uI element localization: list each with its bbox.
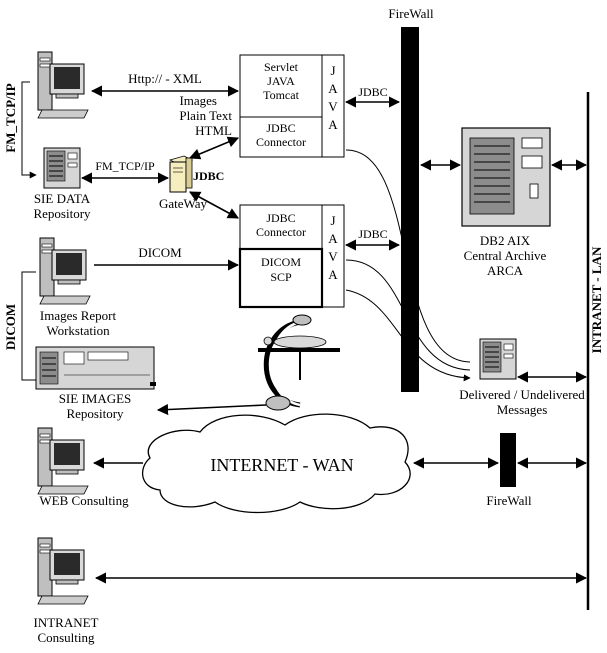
intranet-consulting-line1: INTRANET [34,615,99,630]
http-xml-label: Http:// - XML [128,71,202,86]
java-mid-v: V [328,249,338,264]
dicom-arrow-label: DICOM [138,245,182,260]
java-mid-a1: A [328,231,338,246]
sie-images-repository-icon [35,346,156,390]
jdbc-gateway-label: JDBC [193,169,224,183]
images-report-line2: Workstation [46,323,110,338]
servlet-block [239,54,345,158]
java-top-a1: A [328,81,338,96]
db2-line1: DB2 AIX [480,233,531,248]
jdbc-connector-top-line2: Connector [256,135,306,149]
internet-wan-cloud [141,413,411,514]
gateway-to-top-connector-arrow [188,136,240,160]
sie-data-line2: Repository [33,206,91,221]
web-consulting-label: WEB Consulting [39,493,129,508]
connector-curve-3 [345,289,471,382]
java-top-v: V [328,99,338,114]
jdbc-connector-mid-line2: Connector [256,225,306,239]
sie-data-server-icon [43,147,81,189]
dicom-vertical-label: DICOM [3,304,18,350]
db2-line2: Central Archive [464,248,547,263]
gateway-to-mid-connector-arrow [189,191,239,219]
images-report-line1: Images Report [40,308,117,323]
images-report-workstation-icon [39,237,91,305]
firewall-bar-bottom [500,433,516,487]
connector-curve-2 [345,259,471,371]
dicom-scp-line1: DICOM [261,255,301,269]
firewall-top-label: FireWall [388,6,434,21]
plain-text-label: Plain Text [179,108,232,123]
servlet-line3: Tomcat [263,88,299,102]
messages-server-icon [479,338,517,380]
firewall-bottom-label: FireWall [486,493,532,508]
jdbc-connector-mid-line1: JDBC [266,211,295,225]
images-label: Images [179,93,217,108]
servlet-line2: JAVA [267,74,295,88]
fm-tcpip-bracket [21,81,37,179]
java-mid-j: J [330,213,335,228]
java-mid-a2: A [328,267,338,282]
jdbc-mid-label: JDBC [358,227,387,241]
connector-curve-1 [345,149,471,363]
dicom-jdbc-block [239,204,345,308]
java-top-a2: A [328,117,338,132]
sie-data-line1: SIE DATA [34,191,91,206]
internet-wan-label: INTERNET - WAN [210,455,353,475]
intranet-consulting-workstation-icon [37,537,89,605]
jdbc-connector-top-line1: JDBC [266,121,295,135]
dicom-scp-line2: SCP [270,270,292,284]
imaging-modality-icon [258,314,340,411]
dicom-bracket [21,271,36,381]
intranet-consulting-line2: Consulting [37,630,95,645]
jdbc-top-label: JDBC [358,85,387,99]
firewall-bar-top [401,27,419,392]
gateway-icon [168,155,194,193]
client-workstation-icon [37,51,89,119]
db2-line3: ARCA [487,263,524,278]
messages-line1: Delivered / Undelivered [459,387,585,402]
fm-tcpip-arrow-label: FM_TCP/IP [95,159,155,173]
messages-line2: Messages [497,402,548,417]
modality-to-repository-arrow [156,403,267,416]
sie-images-line1: SIE IMAGES [59,391,132,406]
db2-server-icon [461,127,551,227]
fm-tcpip-vertical-label: FM_TCP/IP [3,83,18,152]
java-top-j: J [330,63,335,78]
sie-images-line2: Repository [66,406,124,421]
web-consulting-workstation-icon [37,427,89,495]
intranet-lan-label: INTRANET - LAN [589,246,604,353]
servlet-line1: Servlet [264,60,299,74]
html-label: HTML [195,123,232,138]
